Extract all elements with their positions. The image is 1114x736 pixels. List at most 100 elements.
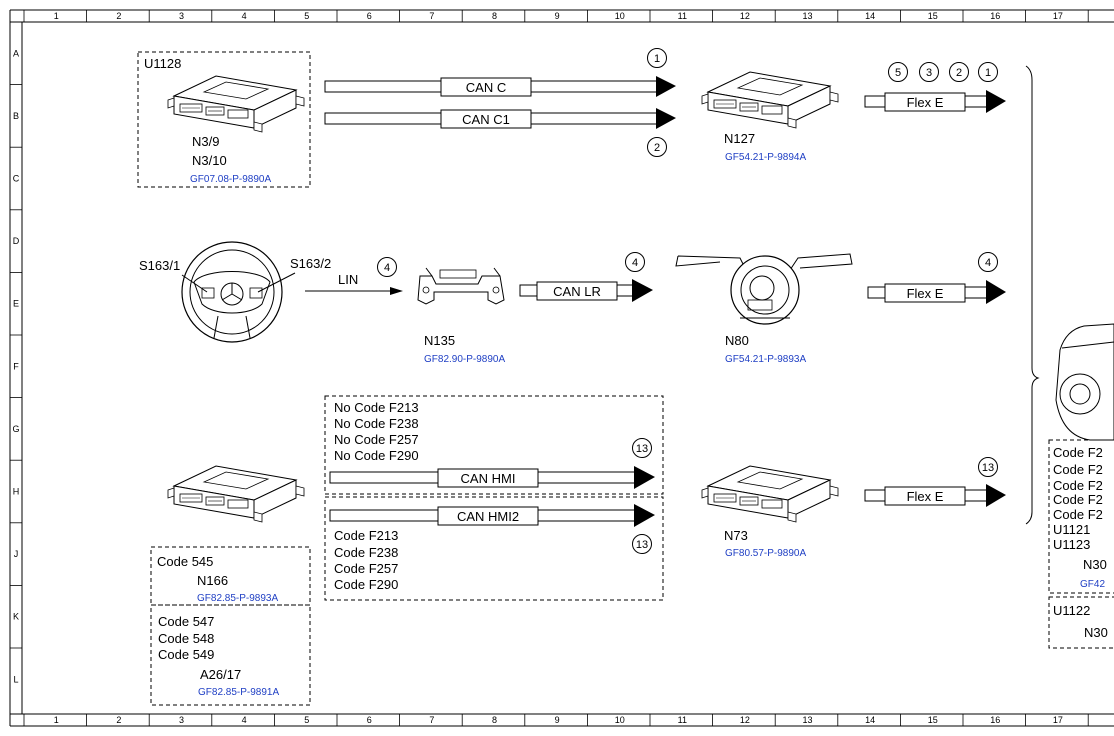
module-n73: N73 GF80.57-P-9890A Flex E 13 [701, 457, 1006, 559]
module-n135: N135 GF82.90-P-9890A CAN LR 4 [417, 252, 653, 365]
code-f290: Code F290 [334, 577, 398, 592]
ruler-column-top-16: 16 [990, 11, 1000, 21]
code-f257: Code F257 [334, 561, 398, 576]
ruler-column-bottom-16: 16 [990, 715, 1000, 725]
ruler-column-bottom-7: 7 [429, 715, 434, 725]
n135-reference-link[interactable]: GF82.90-P-9890A [424, 354, 505, 365]
ruler-column-bottom-3: 3 [179, 715, 184, 725]
s163-1-label: S163/1 [139, 258, 180, 273]
ruler-row-B: B [13, 111, 19, 121]
steering-wheel: S163/1 S163/2 LIN 4 [139, 241, 403, 343]
n73-label: N73 [724, 528, 748, 543]
bus-can-c1: CAN C1 2 [324, 108, 676, 157]
n135-label: N135 [424, 333, 455, 348]
can-lr-label: CAN LR [553, 284, 601, 299]
ruler-column-top-1: 1 [54, 11, 59, 21]
ruler-column-top-10: 10 [615, 11, 625, 21]
ruler-row-D: D [13, 236, 20, 246]
right-group: Code F2 Code F2 Code F2 Code F2 Code F2 … [1048, 439, 1114, 649]
lin-connector-number: 4 [384, 262, 390, 274]
ruler-column-top-7: 7 [429, 11, 434, 21]
n73-reference-link[interactable]: GF80.57-P-9890A [725, 548, 806, 559]
n127-connector-3: 3 [926, 67, 932, 79]
n127-flex-e-label: Flex E [907, 95, 944, 110]
n127-reference-link[interactable]: GF54.21-P-9894A [725, 152, 806, 163]
hmi-no-code-group: No Code F213 No Code F238 No Code F257 N… [324, 395, 664, 495]
code-549: Code 549 [158, 647, 214, 662]
ruler-column-top-14: 14 [865, 11, 875, 21]
code-548: Code 548 [158, 631, 214, 646]
ruler-row-C: C [13, 174, 20, 184]
ruler-row-F: F [13, 361, 19, 371]
ruler-column-top-17: 17 [1053, 11, 1063, 21]
code-f238: Code F238 [334, 545, 398, 560]
right-code-4: Code F2 [1053, 492, 1103, 507]
can-hmi2-label: CAN HMI2 [457, 509, 519, 524]
n3-10-label: N3/10 [192, 153, 227, 168]
group-u1128: U1128 N3/9 N3/10 GF07.08-P-9890A [137, 51, 311, 188]
u1121-label: U1121 [1053, 522, 1090, 537]
a26-17-reference-link[interactable]: GF82.85-P-9891A [198, 687, 279, 698]
n73-control-unit-icon [701, 465, 839, 523]
can-hmi-connector-number: 13 [636, 443, 648, 455]
code-f213: Code F213 [334, 528, 398, 543]
n73-connector-number: 13 [982, 462, 994, 474]
n80-steering-column-module-icon [675, 253, 853, 325]
hmi-code-group: CAN HMI2 13 Code F213 Code F238 Code F25… [324, 496, 664, 601]
no-code-f257: No Code F257 [334, 432, 419, 447]
u1123-label: U1123 [1053, 537, 1090, 552]
drawing-frame: 1122334455667788991010111112121313141415… [9, 9, 1114, 727]
n73-flex-e-label: Flex E [907, 489, 944, 504]
ruler-column-top-6: 6 [367, 11, 372, 21]
module-n80: N80 GF54.21-P-9893A Flex E 4 [675, 252, 1006, 365]
can-c1-connector-number: 2 [654, 142, 660, 154]
n127-connector-1: 1 [985, 67, 991, 79]
ruler-column-top-4: 4 [242, 11, 247, 21]
n166-reference-link[interactable]: GF82.85-P-9893A [197, 593, 278, 604]
ruler-column-bottom-8: 8 [492, 715, 497, 725]
ruler-row-K: K [13, 612, 19, 622]
n127-control-unit-icon [701, 71, 839, 129]
ruler-column-bottom-1: 1 [54, 715, 59, 725]
ruler-column-bottom-11: 11 [678, 715, 687, 725]
ruler-column-bottom-9: 9 [555, 715, 560, 725]
ruler-column-bottom-12: 12 [740, 715, 750, 725]
right-module-icon [1055, 323, 1114, 441]
module-n127: N127 GF54.21-P-9894A Flex E 5 3 2 1 [701, 62, 1006, 163]
n80-reference-link[interactable]: GF54.21-P-9893A [725, 354, 806, 365]
ruler-column-bottom-14: 14 [865, 715, 875, 725]
ruler-column-top-13: 13 [802, 11, 812, 21]
right-brace [1025, 65, 1040, 525]
code-545-group: Code 545 N166 GF82.85-P-9893A [150, 546, 311, 606]
right-reference-link[interactable]: GF42 [1080, 579, 1105, 590]
n127-connector-5: 5 [895, 67, 901, 79]
no-code-f238: No Code F238 [334, 416, 419, 431]
ruler-row-J: J [14, 549, 19, 559]
right-code-2: Code F2 [1053, 462, 1103, 477]
ruler-row-G: G [12, 424, 19, 434]
lin-bus-label: LIN [338, 272, 358, 287]
n80-label: N80 [725, 333, 749, 348]
no-code-f213: No Code F213 [334, 400, 419, 415]
can-lr-connector-number: 4 [632, 257, 638, 269]
right-code-1: Code F2 [1053, 445, 1103, 460]
n30-second-label: N30 [1084, 625, 1108, 640]
s163-2-label: S163/2 [290, 256, 331, 271]
no-code-f290: No Code F290 [334, 448, 419, 463]
n80-flex-e-label: Flex E [907, 286, 944, 301]
n80-connector-number: 4 [985, 257, 991, 269]
ruler-column-top-15: 15 [928, 11, 938, 21]
u1122-label: U1122 [1053, 603, 1090, 618]
ruler-column-top-3: 3 [179, 11, 184, 21]
ruler-column-bottom-10: 10 [615, 715, 625, 725]
a26-17-label: A26/17 [200, 667, 241, 682]
ruler-column-top-11: 11 [678, 11, 687, 21]
ruler-row-E: E [13, 299, 19, 309]
ruler-column-bottom-5: 5 [304, 715, 309, 725]
ruler-row-H: H [13, 487, 20, 497]
ruler-column-top-8: 8 [492, 11, 497, 21]
code-545: Code 545 [157, 554, 213, 569]
group-u1128-title: U1128 [144, 56, 181, 71]
ruler-column-top-9: 9 [555, 11, 560, 21]
u1128-reference-link[interactable]: GF07.08-P-9890A [190, 174, 271, 185]
